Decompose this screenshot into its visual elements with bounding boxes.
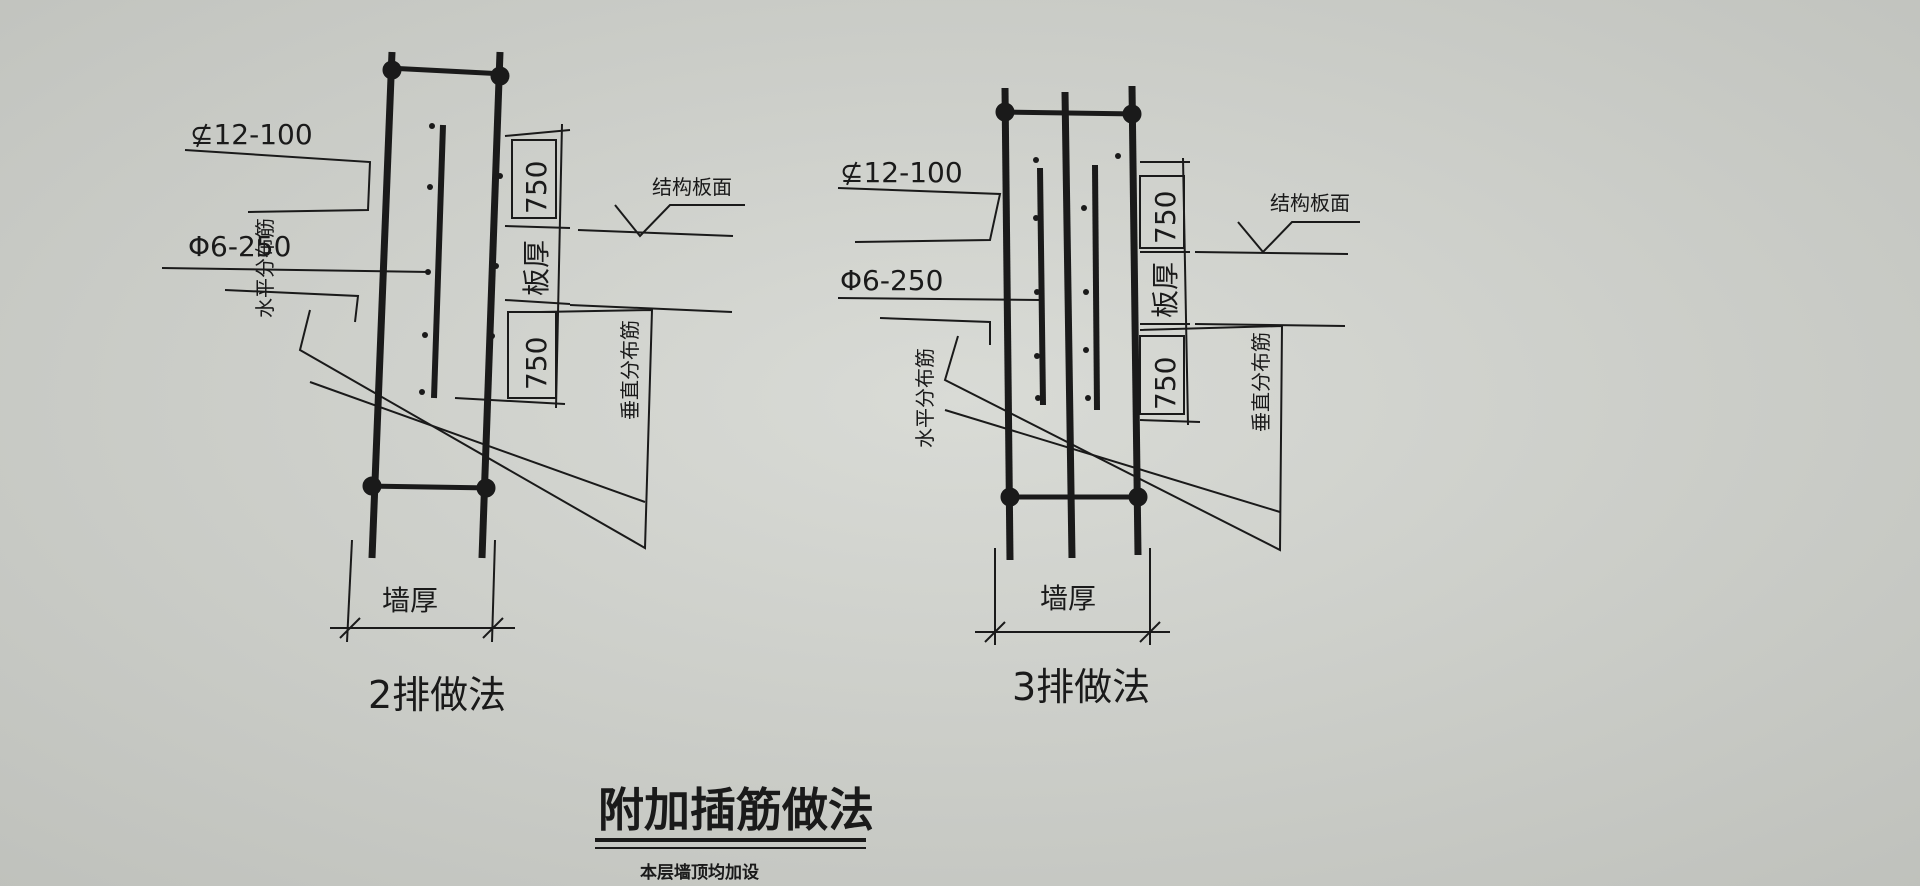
label-slab-surface-2row: 结构板面 [652,175,732,199]
dowel-bar-left [1037,167,1046,406]
dim-lower-3row: 750 [1149,357,1182,410]
label-rebar-main-2row: ⊈12-100 [190,118,313,151]
diagram-subtitle: 本层墙顶均加设 [640,862,759,883]
label-wall-thickness-3row: 墙厚 [1040,582,1096,615]
label-slab-surface-3row: 结构板面 [1270,191,1350,215]
label-horizontal-dist-2row: 水平分布筋 [253,218,277,318]
dim-upper-3row: 750 [1149,191,1182,244]
label-wall-thickness-2row: 墙厚 [382,584,438,617]
slab-section-outline [943,324,1284,552]
leader-rebar-main [184,149,372,213]
slab-section-outline [298,308,654,550]
vertical-bar-right [478,51,504,559]
leader-horizontal [224,289,360,323]
dim-box-lower [507,311,557,399]
leader-horizontal [879,317,991,345]
dowel-dots [419,123,503,395]
dim-upper-2row: 750 [520,161,553,214]
label-rebar-tie-3row: Φ6-250 [840,264,943,297]
dim-slab-2row: 板厚 [520,240,553,296]
dim-slab-3row: 板厚 [1149,262,1182,318]
dim-lower-2row: 750 [520,337,553,390]
leader-rebar-tie [837,297,1041,301]
label-horizontal-dist-3row: 水平分布筋 [913,348,937,448]
slab-hatch-inner [944,409,1281,513]
label-vertical-dist-2row: 垂直分布筋 [618,320,642,420]
top-cap-bar [387,65,506,77]
label-rebar-tie-2row: Φ6-250 [188,230,291,263]
label-vertical-dist-3row: 垂直分布筋 [1249,332,1273,432]
label-rebar-main-3row: ⊈12-100 [840,156,963,189]
dowel-bar [431,124,446,399]
dim-box-upper [511,139,557,219]
detail-2row [161,51,745,643]
slab-surface-symbol [614,204,745,238]
vertical-bar-middle [1061,91,1076,559]
vertical-bar-left [1001,87,1014,561]
leader-rebar-main [837,187,1002,243]
bottom-cap-bar [365,483,493,491]
slab-surface-symbol [1237,221,1360,254]
leader-rebar-tie [161,267,431,273]
slab-top-line [577,229,734,237]
slab-top-line [1194,251,1349,255]
slab-bottom-line [1194,323,1346,327]
caption-2row: 2排做法 [368,673,506,717]
diagram-title: 附加插筋做法 [598,783,874,837]
top-cap-bar [999,109,1139,117]
slab-bottom-line [569,304,733,313]
dowel-bar-right [1092,164,1100,411]
slab-hatch-inner [309,381,646,503]
dim-box-upper [1139,175,1185,249]
dowel-dots [1033,153,1121,401]
dim-box-lower [1139,335,1185,415]
vertical-bar-left [368,51,396,559]
detail-3row [837,85,1360,645]
caption-3row: 3排做法 [1012,665,1150,709]
